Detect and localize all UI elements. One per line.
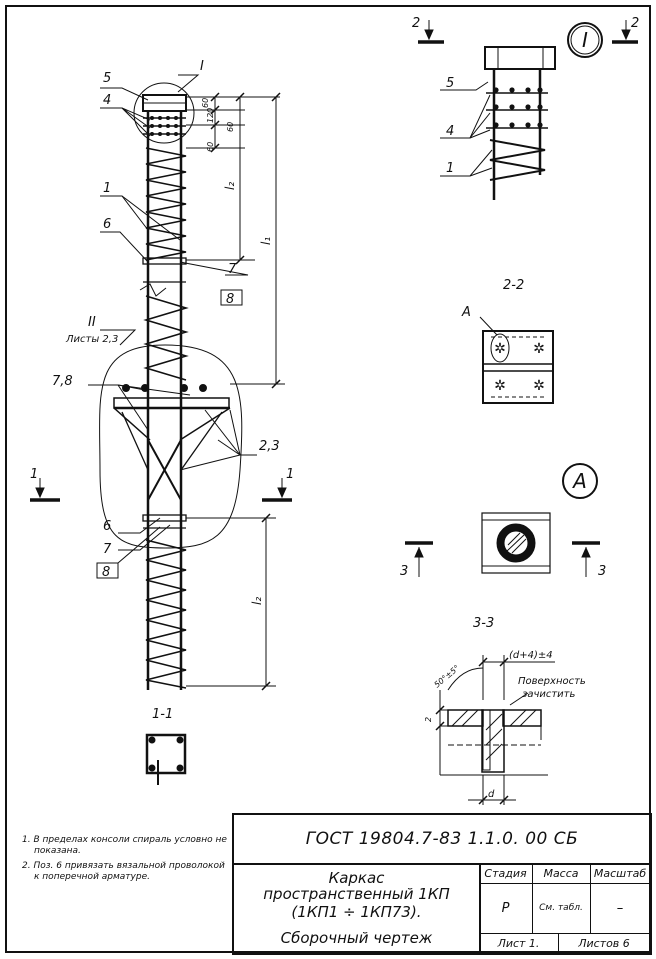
- label-pos-1-detail: 1: [446, 161, 454, 176]
- label-pos-1-main: 1: [103, 181, 111, 196]
- section-3-3-ticks: [435, 657, 509, 805]
- leader-lines-main: [88, 74, 257, 579]
- note-2: 2. Поз. 6 привязать вязальной проволокой…: [22, 861, 225, 882]
- label-pos-7-8: 7,8: [52, 374, 73, 389]
- node-I-badge-inner: [570, 25, 600, 55]
- designation: ГОСТ 19804.7-83 1.1.0. 00 СБ: [305, 829, 579, 849]
- scale-value: –: [616, 900, 624, 916]
- dim-60b: 60: [226, 122, 235, 132]
- head-mesh: [143, 117, 186, 135]
- svg-text:✲: ✲: [533, 378, 545, 394]
- dim-l2-top: l₂: [223, 182, 237, 190]
- mass-header: Масса: [543, 866, 579, 880]
- label-pos-2-3: 2,3: [259, 439, 280, 454]
- dimension-ticks: [210, 92, 281, 691]
- section-2-2: [479, 316, 554, 404]
- stage-header: Стадия: [484, 866, 527, 880]
- part-name-2: пространственный 1КП: [263, 884, 450, 903]
- label-node-II-ref: Листы 2,3: [65, 334, 118, 345]
- label-pos-5-detail: 5: [446, 76, 454, 91]
- cut-2-markers: [418, 20, 638, 44]
- spiral-middle: [143, 295, 189, 381]
- label-cut-1-left: 1: [30, 467, 38, 482]
- label-section-3-3: 3-3: [473, 616, 494, 631]
- node-A-badge: [562, 463, 598, 499]
- svg-text:✲: ✲: [533, 341, 545, 357]
- svg-text:✲: ✲: [494, 378, 506, 394]
- dim-120: 120: [206, 108, 215, 123]
- label-pos-5-main: 5: [103, 71, 111, 86]
- label-cut-3-left: 3: [400, 564, 408, 579]
- label-pos-6-bottom: 6: [103, 519, 111, 534]
- dim-l1: l₁: [259, 237, 273, 245]
- spiral-lower: [145, 539, 187, 689]
- part-name-3: (1КП1 ÷ 1КП73).: [291, 903, 422, 921]
- note-1: 1. В пределах консоли спираль условно не…: [22, 835, 227, 856]
- dim-l2-bottom: l₂: [250, 597, 264, 605]
- label-pos-7-top: 7: [228, 262, 237, 277]
- detail-I-bar-dots: [493, 87, 543, 128]
- label-section-1-1: 1-1: [152, 707, 173, 722]
- label-cut-3-right: 3: [598, 564, 606, 579]
- label-cut-1-right: 1: [286, 467, 294, 482]
- spiral-upper: [145, 147, 187, 261]
- section-3-3: [439, 655, 555, 805]
- detail-I: [440, 46, 556, 200]
- cut-3-markers: [405, 541, 600, 577]
- stage-value: Р: [501, 900, 510, 916]
- label-surface-note-2: зачистить: [522, 689, 576, 700]
- label-surface-note-1: Поверхность: [518, 676, 586, 687]
- drawing-type: Сборочный чертеж: [280, 929, 433, 947]
- label-pos-4-detail: 4: [446, 124, 454, 139]
- label-pos-4-main: 4: [103, 93, 111, 108]
- dim-angle: 50°±5°: [433, 663, 462, 689]
- label-cut-2-right: 2: [631, 16, 639, 31]
- section-1-1-view: [145, 733, 187, 785]
- sheet-frame: [5, 5, 651, 953]
- part-name-1: Каркас: [328, 868, 385, 887]
- label-callout-A: A: [461, 305, 471, 320]
- label-gap: (d+4)±4: [509, 650, 553, 661]
- general-notes: 1. В пределах консоли спираль условно не…: [22, 835, 227, 887]
- mass-value: См. табл.: [539, 903, 583, 913]
- title-block: ГОСТ 19804.7-83 1.1.0. 00 СБ Каркас прос…: [232, 813, 652, 955]
- dim-2: 2: [424, 717, 433, 722]
- scale-header: Масштаб: [593, 866, 647, 880]
- label-node-A-badge: A: [571, 469, 587, 493]
- label-cut-2-left: 2: [412, 16, 420, 31]
- label-dim-d: d: [488, 789, 495, 800]
- label-node-II: II: [88, 315, 96, 330]
- label-node-I-badge: I: [582, 28, 588, 52]
- dimensions-main: [186, 96, 285, 687]
- label-pos-7-bottom: 7: [103, 542, 112, 557]
- label-pos-6-top: 6: [103, 217, 111, 232]
- dim-60c: 60: [206, 142, 215, 152]
- console-node-II: [99, 344, 243, 549]
- node-I-badge: [567, 22, 603, 58]
- dim-60a: 60: [201, 98, 210, 108]
- sheet-count: Листов 6: [578, 936, 630, 950]
- svg-text:✲: ✲: [494, 341, 506, 357]
- label-node-I-main: I: [200, 59, 204, 74]
- label-section-2-2: 2-2: [503, 278, 524, 293]
- detail-A: [481, 512, 551, 574]
- label-pos-8-bottom: 8: [102, 565, 110, 580]
- label-pos-8-top: 8: [226, 292, 234, 307]
- cut-1-markers: [30, 478, 292, 502]
- sheet-number: Лист 1.: [497, 936, 540, 950]
- section-3-3-hatching: [451, 709, 537, 761]
- section-2-2-bars: ✲ ✲ ✲ ✲: [494, 341, 545, 394]
- cage-main-view: [99, 82, 243, 690]
